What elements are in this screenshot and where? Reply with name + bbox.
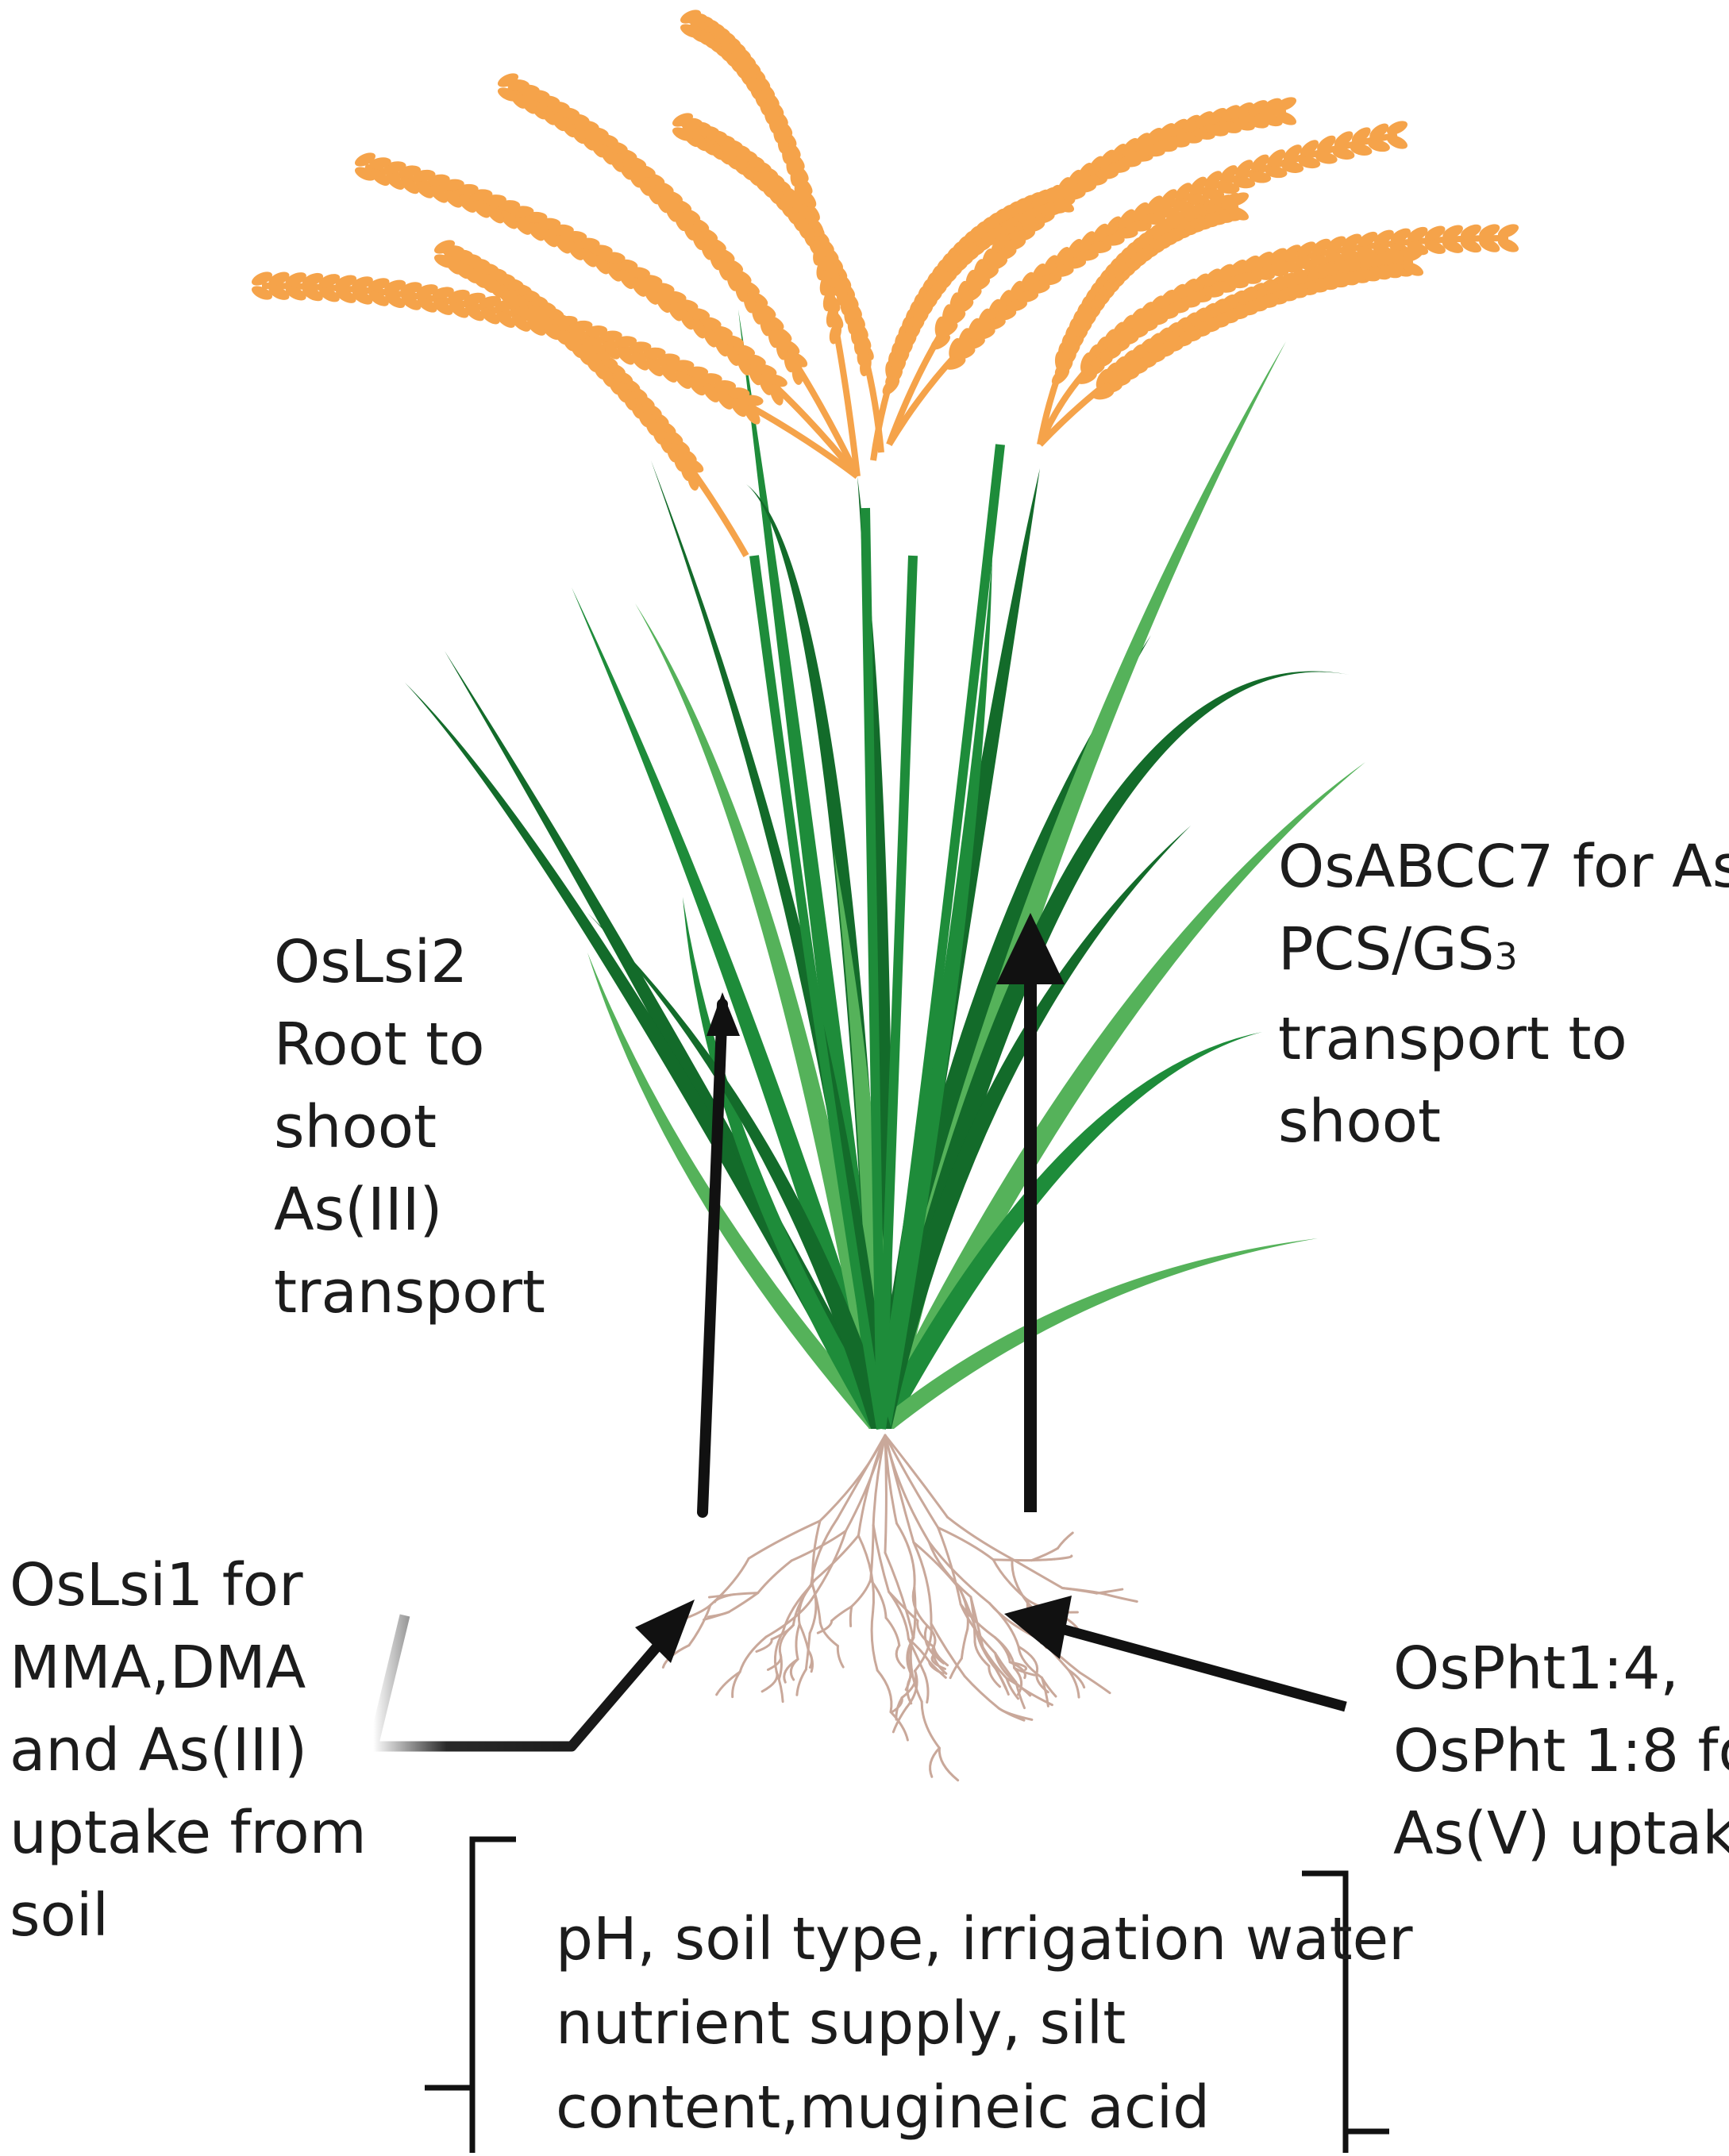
root xyxy=(780,1625,793,1655)
root xyxy=(914,1542,961,1590)
rice-panicle-icon xyxy=(249,7,1520,556)
root xyxy=(806,1633,810,1669)
label-oslsi1: OsLsi1 for MMA,DMA and As(III) uptake fr… xyxy=(10,1544,367,1957)
root xyxy=(1096,1589,1122,1593)
root xyxy=(1105,1594,1137,1601)
arrow-oslsi1-icon xyxy=(373,1600,695,1746)
root xyxy=(1080,1673,1110,1693)
root xyxy=(896,1646,904,1668)
label-oslsi2: OsLsi2 Root to shoot As(III) transport xyxy=(274,921,545,1334)
label-osabcc7: OsABCC7 for As- PCS/GS3 transport to sho… xyxy=(1278,826,1729,1163)
root xyxy=(939,1748,957,1781)
root xyxy=(930,1748,940,1777)
root xyxy=(999,1708,1024,1720)
root xyxy=(889,1592,909,1638)
root xyxy=(1057,1533,1072,1549)
root xyxy=(885,1435,929,1542)
root xyxy=(1054,1556,1072,1559)
root xyxy=(797,1669,806,1695)
root xyxy=(993,1560,1023,1597)
label-ospht: OsPht1:4, OsPht 1:8 for As(V) uptake xyxy=(1393,1627,1729,1875)
root xyxy=(852,1580,871,1607)
root xyxy=(762,1672,777,1692)
root xyxy=(717,1672,741,1695)
root xyxy=(758,1561,791,1593)
root xyxy=(1012,1559,1062,1588)
root xyxy=(729,1593,758,1612)
root xyxy=(832,1607,852,1621)
root xyxy=(757,1639,772,1651)
arrow-ospht-icon xyxy=(1004,1596,1346,1707)
root xyxy=(710,1558,749,1605)
root xyxy=(838,1646,843,1667)
root xyxy=(877,1670,891,1712)
root xyxy=(708,1612,729,1617)
root xyxy=(799,1624,808,1650)
root xyxy=(922,1702,939,1748)
root xyxy=(891,1712,907,1740)
root xyxy=(740,1637,766,1672)
rice-leaves-icon xyxy=(405,310,1365,1429)
soil-factors-text: pH, soil type, irrigation water nutrient… xyxy=(556,1897,1413,2150)
root xyxy=(850,1607,851,1627)
root xyxy=(925,1673,928,1702)
root xyxy=(1032,1559,1055,1560)
root xyxy=(885,1435,886,1553)
root xyxy=(961,1629,967,1658)
root xyxy=(885,1435,938,1527)
root xyxy=(872,1612,877,1670)
root xyxy=(993,1560,1031,1561)
root xyxy=(906,1668,911,1690)
root xyxy=(886,1618,899,1646)
root xyxy=(858,1535,873,1611)
root xyxy=(796,1624,799,1659)
